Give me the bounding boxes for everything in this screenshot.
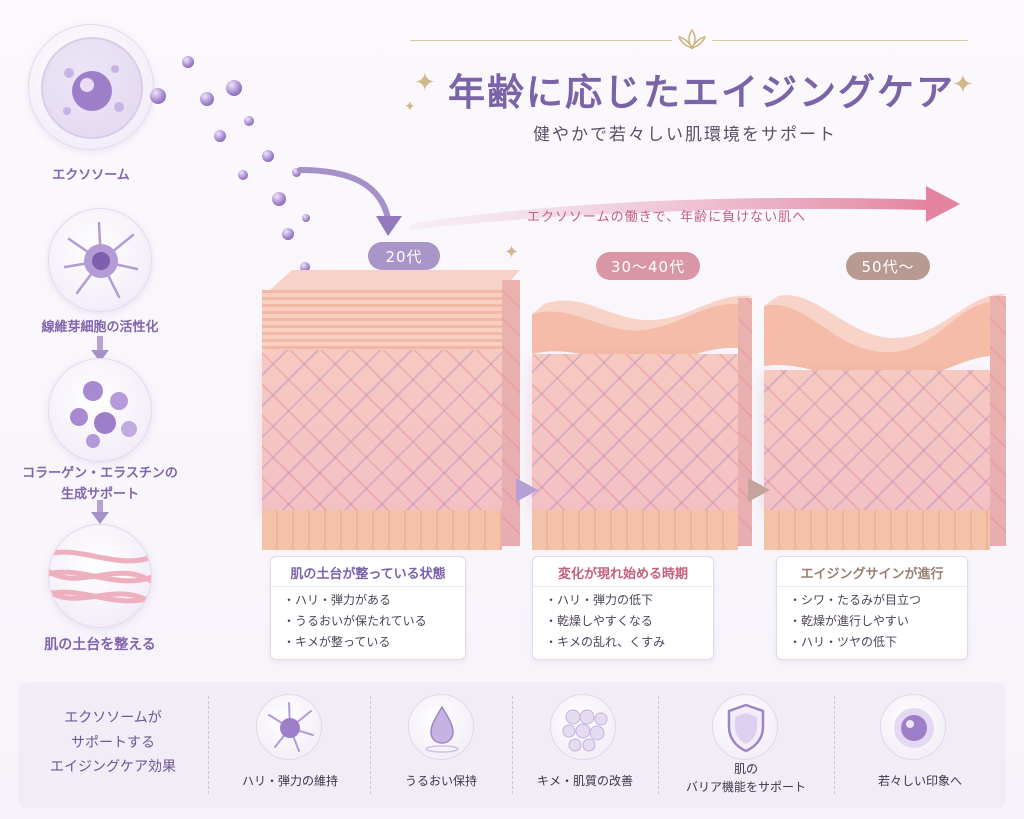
flow-arrow-down [97,500,103,512]
benefit-label: うるおい保持 [404,774,477,788]
flow-arrow [410,186,960,230]
stage-arrow [748,478,770,502]
water-drop-icon [408,694,474,760]
stage-info-point: ・キメの乱れ、くすみ [545,635,666,649]
benefits-lead-line1: エクソソームが [64,710,162,726]
flow-arrow-down [97,336,103,350]
foundation-label: 肌の土台を整える [44,637,156,653]
shield-icon [712,694,778,760]
sparkle-icon: ✦ [504,242,520,263]
collagen-molecule-icon [48,358,152,462]
collagen-label-line2: 生成サポート [60,486,139,502]
fibroblast-icon [48,208,152,312]
particle [244,116,254,126]
header-rule-left [410,40,672,41]
stage-badge-30s-40s: 30〜40代 [596,252,700,280]
stage-info-30s-40s: 変化が現れ始める時期 ・ハリ・弾力の低下 ・乾燥しやすくなる ・キメの乱れ、くす… [532,556,714,660]
flow-arrow-down [91,512,109,524]
divider [512,696,513,794]
particle [282,228,294,240]
collagen-label: コラーゲン・エラスチンの 生成サポート [10,464,190,506]
exosome-label: エクソソーム [52,168,130,183]
sparkle-icon: ✦ [414,68,436,98]
stage-info-50s: エイジングサインが進行 ・シワ・たるみが目立つ ・乾燥が進行しやすい ・ハリ・ツ… [776,556,968,660]
exosome-icon [28,24,154,150]
benefit-label-line1: 肌の [733,762,758,776]
fibroblast-label: 線維芽細胞の活性化 [41,320,159,335]
particle [292,168,301,177]
page-title: 年齢に応じたエイジングケア [448,70,955,114]
benefit-label: 若々しい印象へ [877,774,962,788]
benefits-lead-line3: エイジングケア効果 [50,759,176,775]
header-rule-right [712,40,968,41]
divider [658,696,659,794]
glowing-sphere-icon [880,694,946,760]
particle [214,130,226,142]
stage-info-point: ・シワ・たるみが目立つ [789,593,922,607]
divider [370,696,371,794]
benefits-lead: エクソソームが サポートする エイジングケア効果 [28,706,198,780]
particle [300,262,310,272]
divider [208,696,209,794]
fiber-mesh-icon [48,524,152,628]
particle [238,170,248,180]
skin-block-30s-40s [532,284,752,550]
flow-caption: エクソソームの働きで、年齢に負けない肌へ [527,210,807,225]
stage-info-heading: 変化が現れ始める時期 [533,557,713,587]
stage-arrow [516,478,538,502]
skin-block-50s [764,286,1006,550]
stage-info-heading: 肌の土台が整っている状態 [271,557,465,587]
skin-block-20s [262,270,520,550]
collagen-label-line1: コラーゲン・エラスチンの [22,466,178,481]
stage-info-point: ・ハリ・ツヤの低下 [789,635,898,649]
particle [262,150,274,162]
stage-info-20s: 肌の土台が整っている状態 ・ハリ・弾力がある ・うるおいが保たれている ・キメが… [270,556,466,660]
benefit-label: 肌の バリア機能をサポート [666,760,826,796]
stage-info-point: ・乾燥が進行しやすい [789,614,909,628]
stage-info-point: ・ハリ・弾力がある [283,593,392,607]
stage-info-point: ・ハリ・弾力の低下 [545,593,654,607]
particle [272,192,286,206]
stage-badge-50s: 50代〜 [846,252,930,280]
stage-info-point: ・キメが整っている [283,635,391,649]
stage-info-point: ・乾燥しやすくなる [545,614,653,628]
particle [302,214,310,222]
particle [182,56,194,68]
particle [200,92,214,106]
benefit-label: ハリ・弾力の維持 [241,774,338,788]
fibroblast-icon [256,694,322,760]
stage-badge-20s: 20代 [368,242,440,270]
particle [150,88,166,104]
stage-info-point: ・うるおいが保たれている [283,614,427,628]
page-subtitle: 健やかで若々しい肌環境をサポート [533,125,837,145]
benefits-lead-line2: サポートする [71,734,155,751]
lotus-ornament-icon [674,26,710,54]
sparkle-icon: ✦ [952,70,974,100]
curved-arrow [297,167,402,236]
benefit-label: キメ・肌質の改善 [536,774,633,788]
divider [834,696,835,794]
benefit-label-line2: バリア機能をサポート [685,780,806,794]
sparkle-icon: ✦ [404,99,416,115]
stage-info-heading: エイジングサインが進行 [777,557,967,587]
skin-cells-icon [550,694,616,760]
particle [226,80,242,96]
